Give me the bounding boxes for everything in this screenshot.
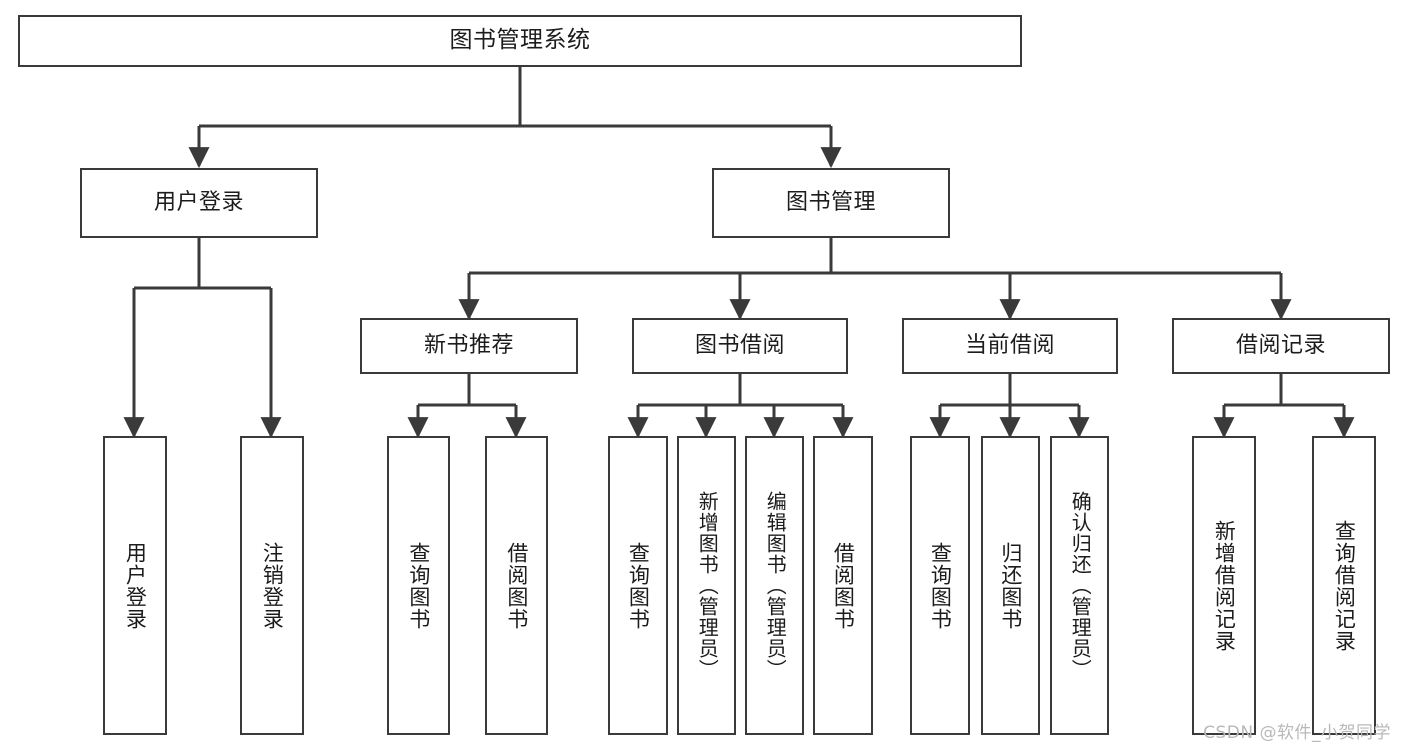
node-current-borrow[interactable]: 当前借阅 [902, 318, 1118, 374]
leaf-user-login[interactable]: 用户登录 [103, 436, 167, 735]
leaf-query-borrow-record[interactable]: 查询借阅记录 [1312, 436, 1376, 735]
node-label: 注销登录 [260, 541, 285, 630]
node-label: 新增借阅记录 [1212, 519, 1237, 652]
leaf-query-book-borrow[interactable]: 查询图书 [608, 436, 668, 735]
node-label: 借阅记录 [1235, 333, 1326, 359]
node-label: 查询图书 [626, 541, 651, 630]
node-label: 借阅图书 [504, 541, 529, 630]
node-label: 当前借阅 [964, 333, 1055, 359]
leaf-return-book[interactable]: 归还图书 [981, 436, 1040, 735]
leaf-edit-book-admin[interactable]: 编辑图书（管理员） [745, 436, 804, 735]
node-borrow-record[interactable]: 借阅记录 [1172, 318, 1390, 374]
node-label: 图书管理 [785, 190, 876, 216]
node-label: 查询图书 [406, 541, 431, 630]
watermark: CSDN @软件_小贺同学 [1203, 723, 1391, 743]
node-root-book-management-system[interactable]: 图书管理系统 [18, 15, 1022, 67]
node-label: 借阅图书 [831, 541, 856, 630]
leaf-query-book-current[interactable]: 查询图书 [910, 436, 970, 735]
node-new-book-recommend[interactable]: 新书推荐 [360, 318, 578, 374]
node-book-management[interactable]: 图书管理 [712, 168, 950, 238]
leaf-borrow-book[interactable]: 借阅图书 [813, 436, 873, 735]
node-label: 图书管理系统 [449, 27, 591, 54]
node-label: 查询图书 [928, 541, 953, 630]
node-label: 图书借阅 [694, 333, 785, 359]
leaf-query-book-recommend[interactable]: 查询图书 [387, 436, 450, 735]
node-user-login[interactable]: 用户登录 [80, 168, 318, 238]
leaf-add-book-admin[interactable]: 新增图书（管理员） [677, 436, 736, 735]
node-book-borrow[interactable]: 图书借阅 [632, 318, 848, 374]
leaf-add-borrow-record[interactable]: 新增借阅记录 [1192, 436, 1256, 735]
node-label: 确认归还（管理员） [1068, 491, 1093, 680]
leaf-borrow-book-recommend[interactable]: 借阅图书 [485, 436, 548, 735]
node-label: 查询借阅记录 [1332, 519, 1357, 652]
node-label: 用户登录 [153, 190, 244, 216]
node-label: 新书推荐 [423, 333, 514, 359]
node-label: 归还图书 [998, 541, 1023, 630]
node-label: 新增图书（管理员） [695, 491, 720, 680]
node-label: 用户登录 [123, 541, 148, 630]
leaf-confirm-return-admin[interactable]: 确认归还（管理员） [1050, 436, 1109, 735]
leaf-logout-login[interactable]: 注销登录 [240, 436, 304, 735]
node-label: 编辑图书（管理员） [763, 491, 788, 680]
